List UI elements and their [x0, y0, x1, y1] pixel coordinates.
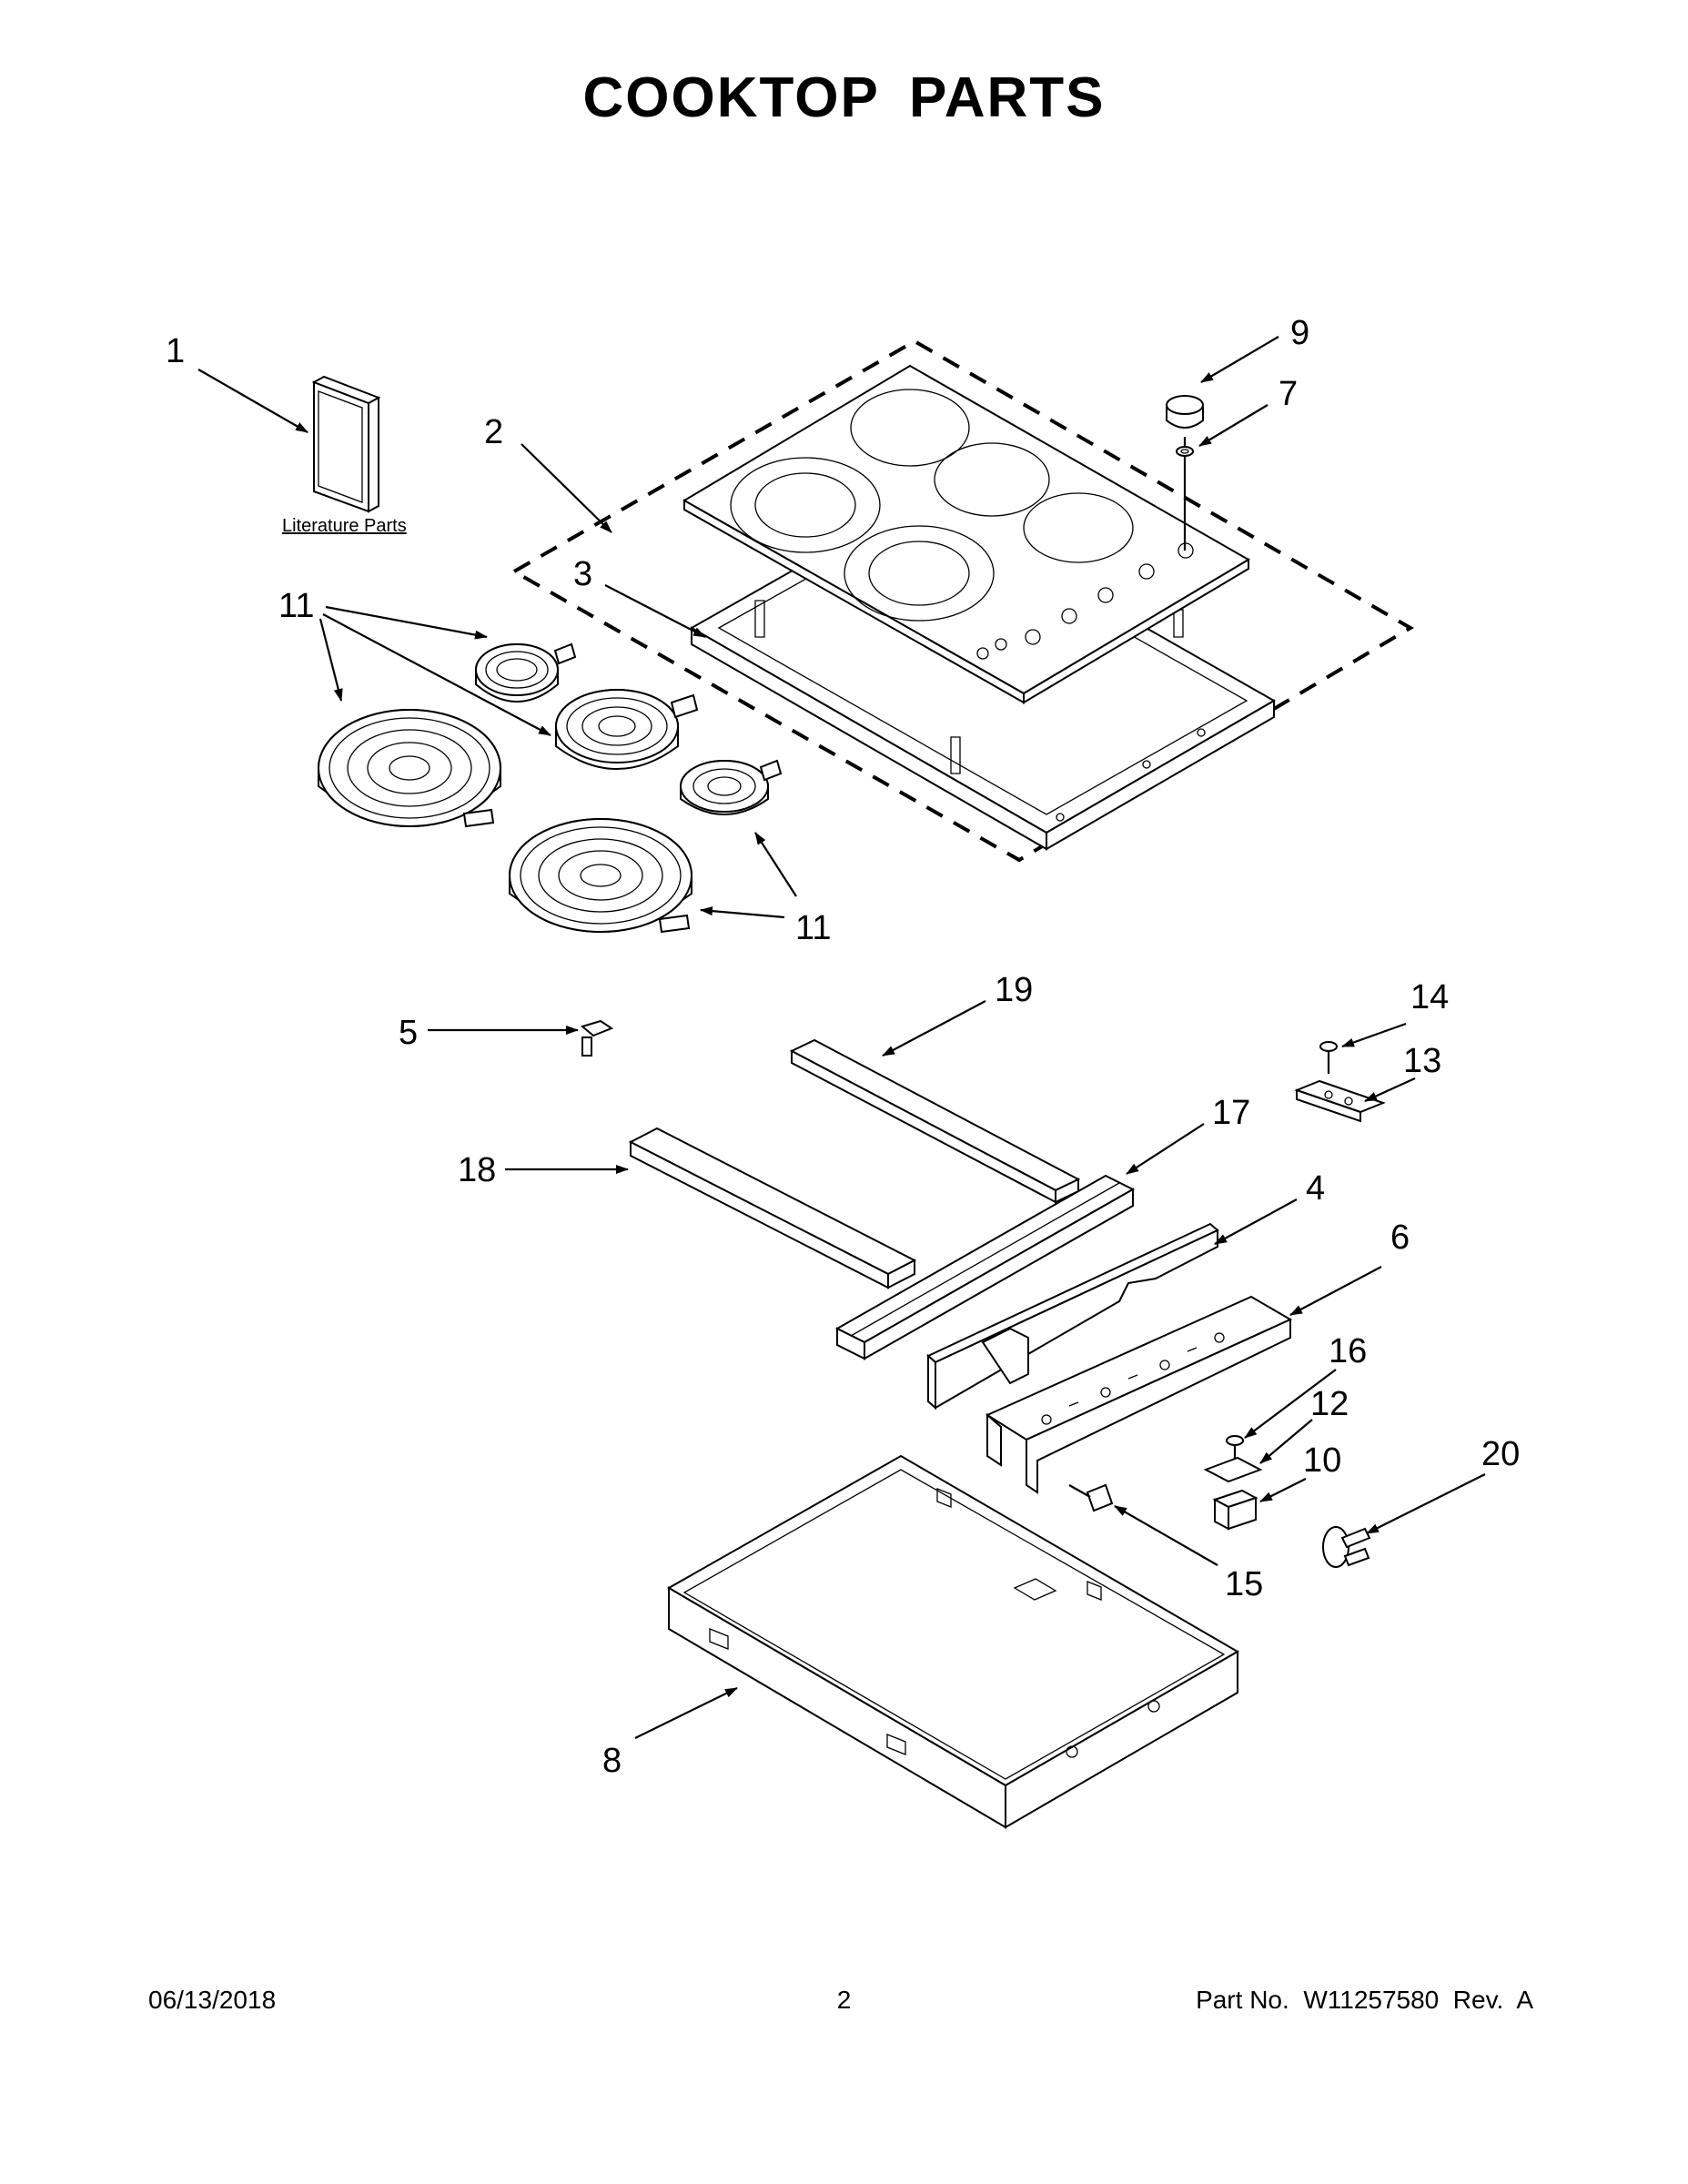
- control-bracket: [926, 1222, 1219, 1410]
- callout-7: 7: [1279, 375, 1298, 413]
- footer-part-number: Part No. W11257580 Rev. A: [1196, 1986, 1533, 2014]
- callout-8: 8: [602, 1742, 622, 1780]
- screw-15: [1068, 1483, 1114, 1512]
- callout-14: 14: [1410, 978, 1449, 1016]
- front-rail: [834, 1174, 1136, 1360]
- knob-washer: [1176, 446, 1194, 457]
- callout-6: 6: [1390, 1218, 1410, 1257]
- callout-11-bottom: 11: [795, 909, 831, 947]
- callout-2: 2: [484, 413, 503, 451]
- callout-18: 18: [458, 1151, 496, 1189]
- callout-17: 17: [1212, 1094, 1250, 1132]
- callout-13: 13: [1403, 1042, 1441, 1080]
- hold-down-bracket: [1294, 1079, 1386, 1123]
- callout-numbers: 1 2 3 9 7 11 11 5 19 14 13 17 18 4 6 16 …: [166, 314, 1520, 1780]
- wire-clip: [580, 1019, 614, 1057]
- left-rail: [628, 1127, 917, 1289]
- literature-parts-label: Literature Parts: [282, 516, 407, 536]
- bracket-screw: [1319, 1041, 1338, 1074]
- element-large-center: [555, 689, 699, 770]
- mounting-plate-12: [1203, 1456, 1263, 1483]
- callout-10: 10: [1303, 1441, 1341, 1480]
- callout-16: 16: [1329, 1332, 1367, 1370]
- rear-rail: [789, 1038, 1081, 1204]
- control-panel-plate: [985, 1295, 1293, 1494]
- literature-book: [311, 375, 381, 513]
- callout-4: 4: [1306, 1169, 1325, 1208]
- callout-12: 12: [1310, 1385, 1349, 1423]
- callout-11-top: 11: [278, 587, 314, 625]
- thermal-limiter: [1322, 1526, 1371, 1568]
- element-small-front: [680, 759, 783, 815]
- burner-box: [667, 1454, 1239, 1829]
- callout-5: 5: [399, 1014, 418, 1052]
- glass-cooktop: [682, 364, 1250, 704]
- leader-lines: [197, 336, 1486, 1739]
- footer-date: 06/13/2018: [148, 1986, 277, 2014]
- element-small-rear: [475, 642, 577, 703]
- footer-page-number: 2: [836, 1986, 852, 2014]
- callout-20: 20: [1481, 1435, 1520, 1473]
- control-knob: [1166, 395, 1204, 551]
- element-large-front: [509, 818, 692, 934]
- page-title: COOKTOP PARTS: [582, 66, 1106, 129]
- glass-assembly-boundary: [510, 339, 1414, 863]
- callout-9: 9: [1290, 314, 1309, 352]
- infinite-switch: [1212, 1489, 1258, 1531]
- callout-3: 3: [573, 555, 592, 593]
- callout-19: 19: [995, 971, 1033, 1009]
- element-large-left: [318, 709, 501, 828]
- callout-1: 1: [166, 332, 185, 370]
- callout-15: 15: [1225, 1565, 1263, 1603]
